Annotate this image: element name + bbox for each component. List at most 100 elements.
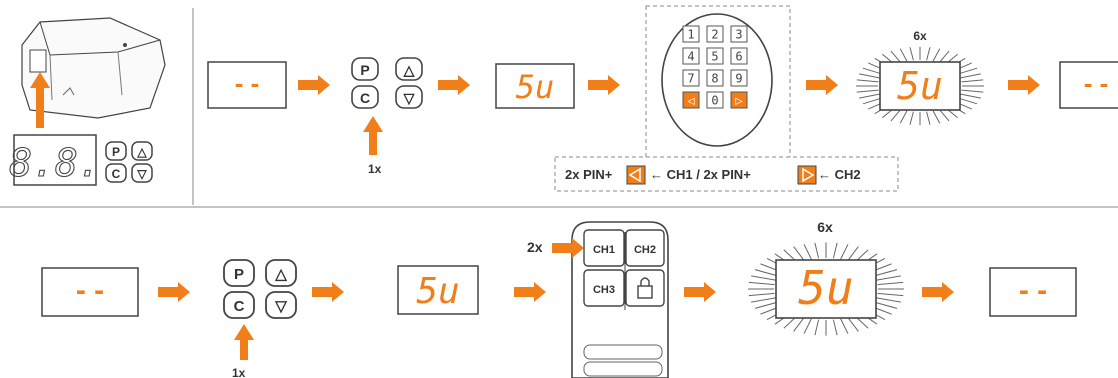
row1-press-arrow <box>363 116 383 155</box>
flash-ray <box>959 93 981 99</box>
instruction-box <box>554 156 899 192</box>
flash-ray <box>932 110 941 124</box>
flash-ray <box>748 281 775 286</box>
row1-c-button[interactable] <box>351 85 379 109</box>
down-button[interactable] <box>131 163 153 183</box>
keypad-key-right[interactable] <box>730 91 748 109</box>
row2-arrow-1 <box>158 282 190 302</box>
keypad-key-label: 4 <box>687 50 694 64</box>
keypad-key-8[interactable] <box>706 69 724 87</box>
row1-flash-count: 6x <box>913 29 927 43</box>
keypad-key-0[interactable] <box>706 91 724 109</box>
row2-press-arrow <box>234 324 254 360</box>
flash-ray <box>890 108 902 122</box>
row2-display-flashing: 5u <box>775 259 877 319</box>
row2-p-label: P <box>234 266 244 283</box>
row1-up-button[interactable] <box>395 57 423 81</box>
flash-ray <box>909 47 914 61</box>
row1-p-button[interactable] <box>351 57 379 81</box>
row1-display-flashing: 5u <box>879 61 961 111</box>
row1-arrow-4 <box>806 75 838 95</box>
keypad-key-2[interactable] <box>706 25 724 43</box>
row2-c-button[interactable] <box>223 291 255 319</box>
instruction-part1: 2x PIN+ <box>565 167 613 182</box>
keypad-key-label: 9 <box>735 72 742 86</box>
row1-down-button[interactable] <box>395 85 423 109</box>
row2-arrow-2 <box>312 282 344 302</box>
keypad-key-3[interactable] <box>730 25 748 43</box>
keypad-key-6[interactable] <box>730 47 748 65</box>
keypad-key-label: 6 <box>735 50 742 64</box>
row2-down-label: ▽ <box>274 298 287 315</box>
flash-ray <box>748 292 775 297</box>
c-button-label: C <box>112 167 121 181</box>
row2-remote-press-count: 2x <box>527 239 543 255</box>
row1-down-label: ▽ <box>403 90 416 106</box>
p-button[interactable] <box>105 141 127 161</box>
remote-lock-button[interactable] <box>625 269 665 307</box>
row1-su-text: 5u <box>516 68 555 106</box>
flash-ray <box>959 73 981 79</box>
garage-opener-unit <box>21 17 166 119</box>
row2-buttons: P △ C ▽ <box>223 259 297 319</box>
keypad-key-label: ▷ <box>735 94 743 108</box>
row2-flash-su-text: 5u <box>798 261 853 315</box>
row1-arrow-5 <box>1008 75 1040 95</box>
c-button[interactable] <box>105 163 127 183</box>
led-display-panel: 8.8. <box>9 134 101 186</box>
flash-ray <box>899 48 908 62</box>
row1-display-su: 5u <box>495 63 575 109</box>
flash-ray <box>961 79 984 83</box>
remote-ch3-button[interactable] <box>583 269 625 307</box>
row1-idle-text: - - <box>235 68 260 98</box>
keypad-key-label: 7 <box>687 72 694 86</box>
row2-press-count: 1x <box>232 366 246 378</box>
row1-c-label: C <box>360 90 370 106</box>
remote-ch1-button[interactable] <box>583 229 625 267</box>
keypad-key-label: 2 <box>711 28 718 42</box>
row1-final-idle-text: - - <box>1084 68 1109 98</box>
remote-ch2-button[interactable] <box>625 229 665 267</box>
flash-ray <box>814 242 820 259</box>
row2-c-label: C <box>234 298 245 315</box>
row2-su-text: 5u <box>416 271 459 312</box>
flash-ray <box>961 89 984 93</box>
row2-arrow-4 <box>684 282 716 302</box>
keypad-key-9[interactable] <box>730 69 748 87</box>
up-button-label: △ <box>136 145 147 159</box>
up-button[interactable] <box>131 141 153 161</box>
instruction-part2: ← CH1 / 2x PIN+ <box>650 167 751 182</box>
keypad-key-1[interactable] <box>682 25 700 43</box>
flash-ray <box>875 275 901 281</box>
keypad-key-left[interactable] <box>682 91 700 109</box>
keypad-key-7[interactable] <box>682 69 700 87</box>
row1-arrow-3 <box>588 75 620 95</box>
flash-ray <box>877 281 904 286</box>
remote-ch1-label: CH1 <box>593 244 615 256</box>
remote-ch3-label: CH3 <box>593 284 615 296</box>
keypad-key-label: 1 <box>687 28 694 42</box>
row2-p-button[interactable] <box>223 259 255 287</box>
row2-up-button[interactable] <box>265 259 297 287</box>
p-button-label: P <box>112 145 120 159</box>
row2-idle-text: - - <box>76 274 104 307</box>
row2-flash-count: 6x <box>817 219 833 235</box>
keypad-key-5[interactable] <box>706 47 724 65</box>
keypad-key-label: ◁ <box>686 94 694 108</box>
flash-ray <box>859 73 881 79</box>
row1-up-label: △ <box>403 62 416 78</box>
flash-ray <box>751 297 777 303</box>
pointer-arrow-up <box>30 72 50 128</box>
flash-ray <box>938 108 950 122</box>
row2-display-idle: - - <box>41 267 139 317</box>
row2-arrow-5 <box>922 282 954 302</box>
instruction-part3: ← CH2 <box>818 167 861 182</box>
remote-ch2-label: CH2 <box>634 244 656 256</box>
flash-ray <box>856 79 879 83</box>
keypad-key-4[interactable] <box>682 47 700 65</box>
flash-ray <box>890 50 902 64</box>
row2-down-button[interactable] <box>265 291 297 319</box>
flash-ray <box>803 244 812 260</box>
